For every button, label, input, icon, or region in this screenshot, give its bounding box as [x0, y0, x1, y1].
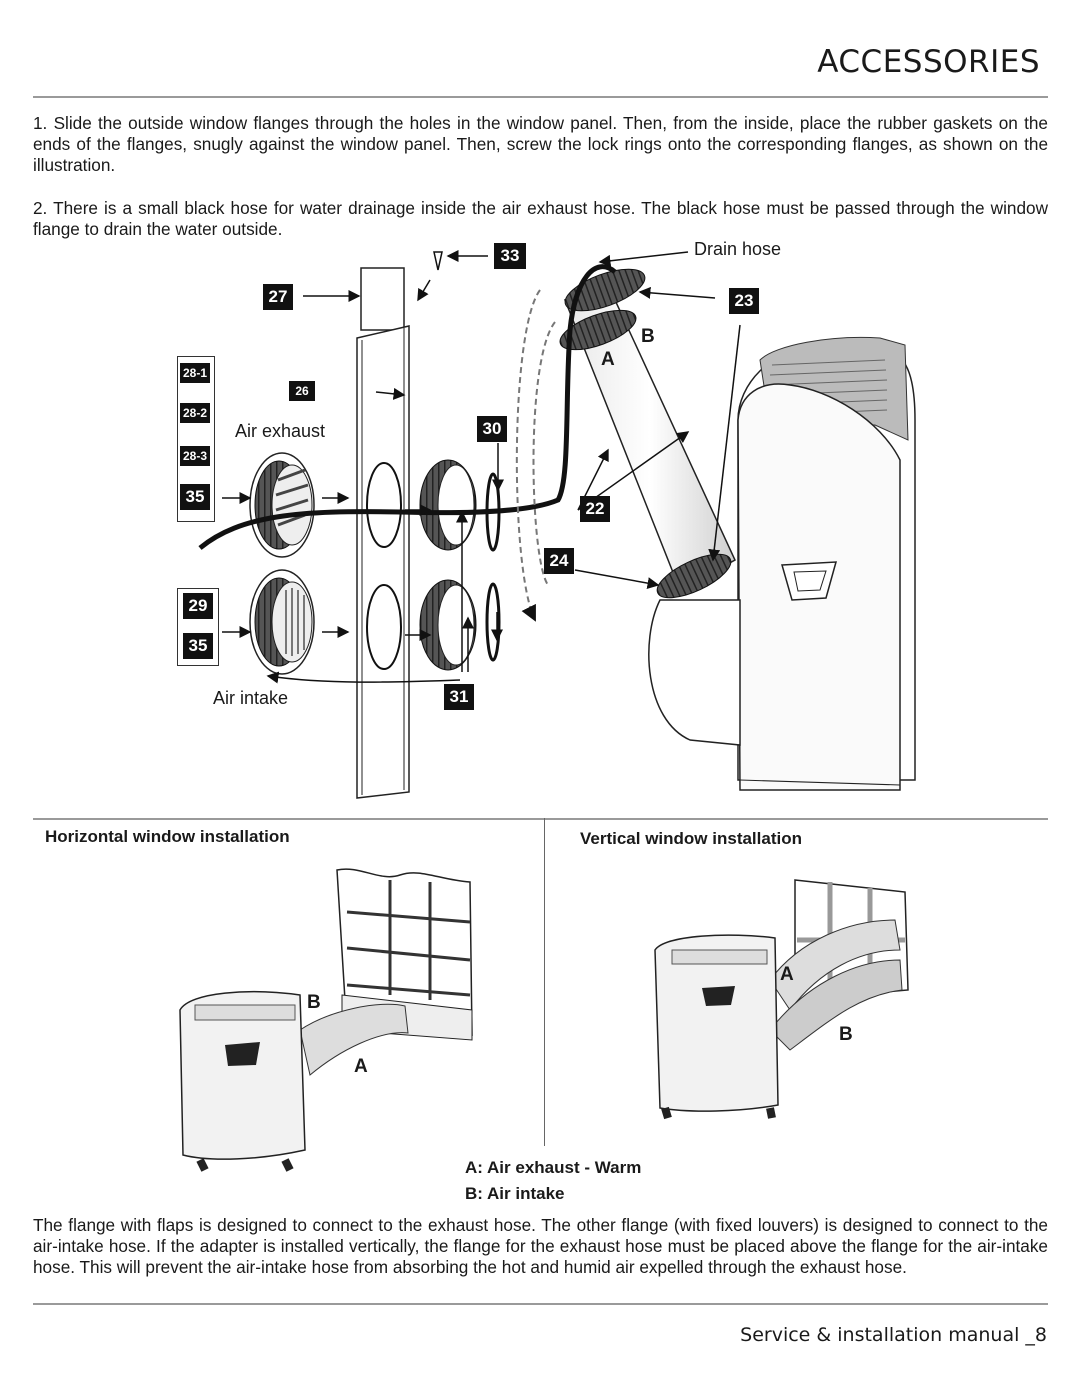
horizontal-unit [179, 991, 306, 1172]
horizontal-installation-title: Horizontal window installation [45, 827, 290, 846]
page-footer: Service & installation manual _8 [740, 1324, 1047, 1346]
horizontal-label-a: A [354, 1056, 368, 1077]
section-divider [33, 818, 1048, 820]
air-exhaust-label: Air exhaust [235, 421, 326, 441]
part-number-26: 26 [289, 381, 315, 401]
instruction-paragraph-1: 1. Slide the outside window flanges thro… [33, 113, 1048, 175]
part-number-31: 31 [444, 684, 474, 710]
legend-a: A: Air exhaust - Warm [465, 1158, 642, 1177]
part-number-27: 27 [263, 284, 293, 310]
drain-hose-label: Drain hose [694, 239, 782, 259]
part-number-33: 33 [494, 243, 526, 269]
window-panel [356, 267, 410, 799]
vertical-window [769, 879, 909, 1051]
outer-flange-intake [249, 569, 315, 675]
vertical-label-a: A [780, 964, 794, 985]
air-intake-label: Air intake [213, 688, 289, 708]
horizontal-label-b: B [307, 992, 321, 1013]
part-number-28-3: 28-3 [180, 446, 210, 466]
part-number-28-1: 28-1 [180, 363, 210, 383]
page-title: ACCESSORIES [817, 44, 1040, 80]
legend-b: B: Air intake [465, 1184, 565, 1203]
exploded-diagram: 33 27 23 28-1 28-2 28-3 35 26 30 22 24 2… [177, 239, 916, 799]
part-number-24: 24 [544, 548, 574, 574]
header-divider [33, 96, 1048, 98]
drain-hose [198, 264, 617, 550]
vertical-installation-title: Vertical window installation [580, 829, 802, 848]
footer-divider [33, 1303, 1048, 1305]
part-group-29-35 [177, 588, 219, 666]
air-conditioner-unit [648, 337, 916, 791]
vertical-unit [654, 934, 779, 1120]
part-number-23: 23 [729, 288, 759, 314]
lock-ring-intake [485, 582, 501, 662]
installation-illustrations: B A A B [0, 820, 1080, 1180]
part-number-30: 30 [477, 416, 507, 442]
part-number-29: 29 [183, 593, 213, 619]
part-number-35-top: 35 [180, 484, 210, 510]
inner-flange-exhaust [419, 459, 477, 551]
part-number-22: 22 [580, 496, 610, 522]
horizontal-window [299, 868, 473, 1076]
diagram-label-b: B [641, 326, 655, 347]
outer-flange-exhaust [249, 452, 315, 558]
installation-drawing [179, 868, 909, 1172]
instruction-paragraph-2: 2. There is a small black hose for water… [33, 198, 1048, 239]
part-number-28-2: 28-2 [180, 403, 210, 423]
screw-icon [433, 251, 443, 271]
part-group-28-35 [177, 356, 215, 522]
part-number-35-bottom: 35 [183, 633, 213, 659]
diagram-label-a: A [601, 349, 615, 370]
diagram-drawing [198, 250, 916, 799]
flange-explanation-paragraph: The flange with flaps is designed to con… [33, 1215, 1048, 1277]
exhaust-hose [559, 268, 736, 599]
vertical-label-b: B [839, 1024, 853, 1045]
vertical-divider [544, 818, 545, 1146]
